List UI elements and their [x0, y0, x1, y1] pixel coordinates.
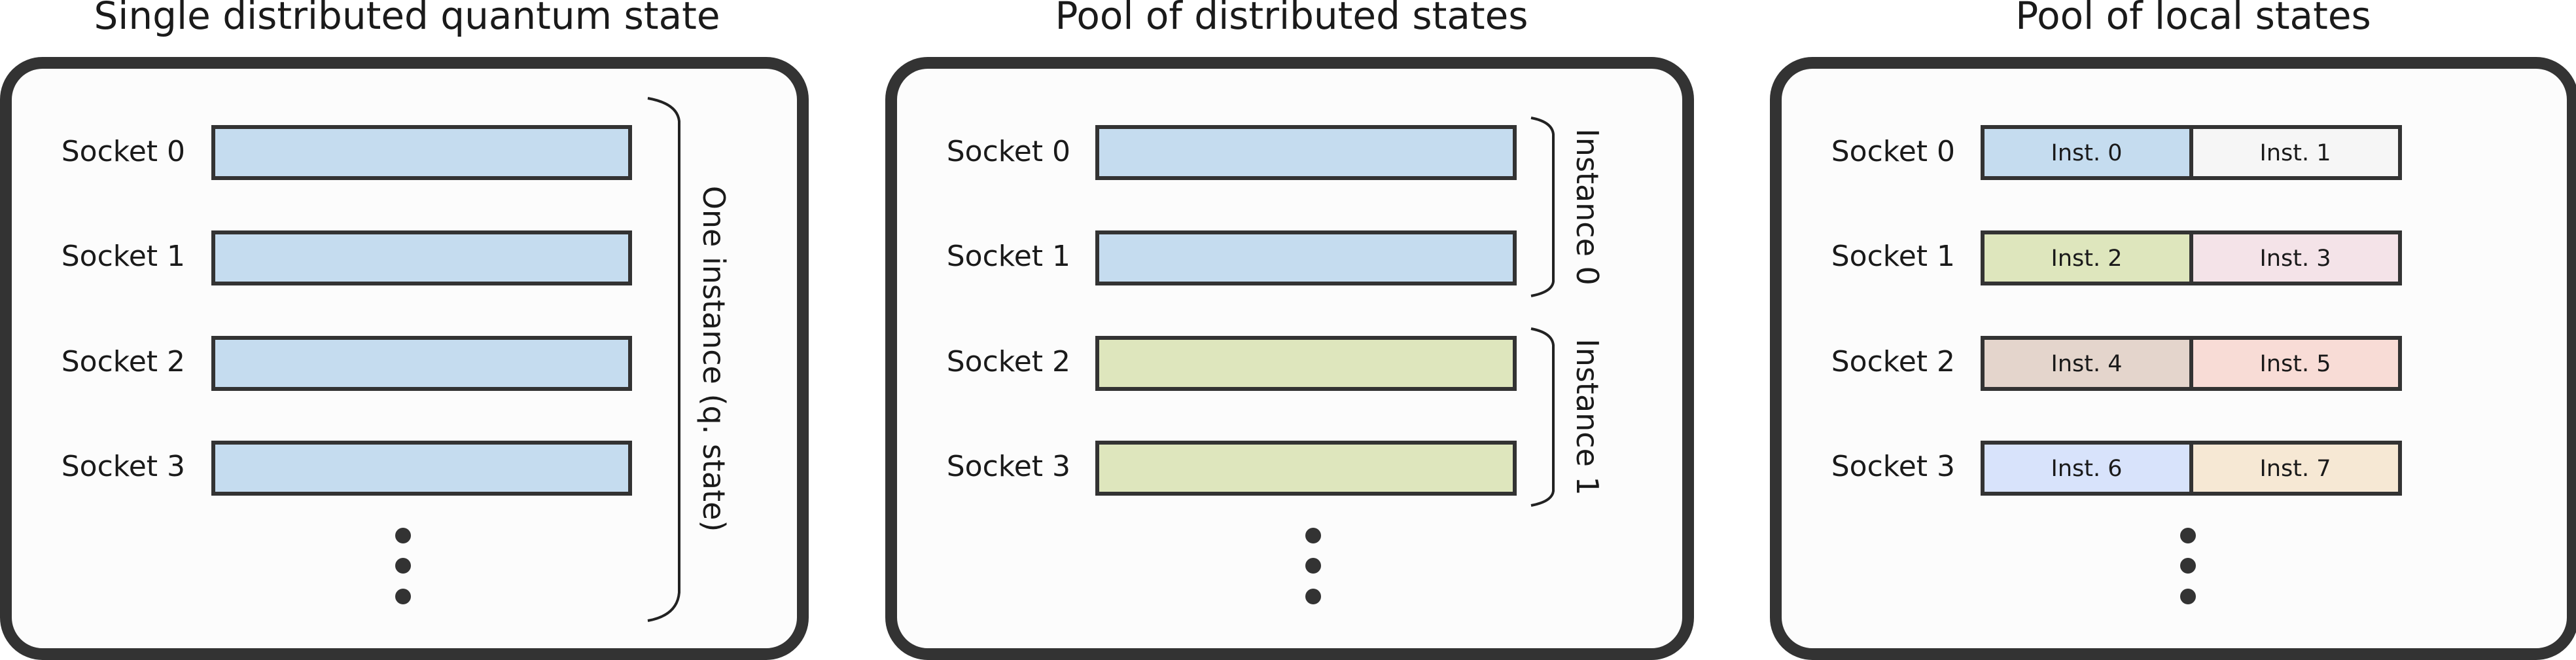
- instance-cell-6: [1981, 441, 2193, 496]
- socket-bar-0: [211, 125, 632, 180]
- instance-cell-7: [2189, 441, 2402, 496]
- panel-title: Pool of distributed states: [1055, 0, 1528, 38]
- socket-bar-3: [211, 441, 632, 496]
- panel-title: Pool of local states: [2015, 0, 2371, 38]
- socket-label-1: Socket 1: [1831, 240, 1955, 273]
- socket-label-1: Socket 1: [62, 240, 185, 273]
- ellipsis-dot: [395, 558, 411, 574]
- brace-label-instance-1: Instance 1: [1570, 339, 1605, 496]
- socket-bar-2: [211, 336, 632, 391]
- socket-label-2: Socket 2: [62, 345, 185, 378]
- ellipsis-dot: [2180, 528, 2196, 543]
- socket-label-1: Socket 1: [947, 240, 1070, 273]
- instance-cell-label: Inst. 1: [2260, 140, 2331, 166]
- socket-label-2: Socket 2: [1831, 345, 1955, 378]
- ellipsis-dot: [2180, 589, 2196, 604]
- panel-pool-local-states: Pool of local states Socket 0 Socket 1 S…: [1770, 0, 2576, 660]
- instance-cell-3: [2189, 230, 2402, 285]
- socket-label-3: Socket 3: [62, 450, 185, 483]
- instance-1-brace: [1530, 327, 1555, 507]
- instance-cell-label: Inst. 6: [2051, 456, 2123, 482]
- ellipsis-dot: [395, 589, 411, 604]
- instance-cell-label: Inst. 5: [2260, 351, 2331, 377]
- socket-label-0: Socket 0: [1831, 135, 1955, 168]
- socket-label-3: Socket 3: [947, 450, 1070, 483]
- ellipsis-dot: [395, 528, 411, 543]
- ellipsis-dot: [2180, 558, 2196, 574]
- brace-label-instance-0: Instance 0: [1570, 128, 1605, 285]
- panel-single-distributed-state: Single distributed quantum state Socket …: [0, 0, 809, 660]
- instance-cell-label: Inst. 3: [2260, 246, 2331, 272]
- socket-label-0: Socket 0: [62, 135, 185, 168]
- instance-cell-5: [2189, 336, 2402, 391]
- instance-brace: [647, 97, 680, 622]
- socket-label-3: Socket 3: [1831, 450, 1955, 483]
- ellipsis-dot: [1305, 528, 1321, 543]
- panel-title: Single distributed quantum state: [94, 0, 720, 38]
- instance-0-brace: [1530, 117, 1555, 297]
- instance-cell-label: Inst. 0: [2051, 140, 2123, 166]
- ellipsis-dot: [1305, 589, 1321, 604]
- brace-label: One instance (q. state): [696, 186, 732, 532]
- socket-bar-2: [1095, 336, 1517, 391]
- instance-cell-label: Inst. 2: [2051, 246, 2123, 272]
- instance-cell-1: [2189, 125, 2402, 180]
- socket-bar-3: [1095, 441, 1517, 496]
- instance-cell-label: Inst. 4: [2051, 351, 2123, 377]
- socket-bar-0: [1095, 125, 1517, 180]
- socket-bar-1: [1095, 230, 1517, 285]
- instance-cell-label: Inst. 7: [2260, 456, 2331, 482]
- instance-cell-4: [1981, 336, 2193, 391]
- instance-cell-0: [1981, 125, 2193, 180]
- ellipsis-dot: [1305, 558, 1321, 574]
- socket-label-0: Socket 0: [947, 135, 1070, 168]
- socket-label-2: Socket 2: [947, 345, 1070, 378]
- panel-pool-distributed-states: Pool of distributed states Socket 0 Sock…: [885, 0, 1694, 660]
- socket-bar-1: [211, 230, 632, 285]
